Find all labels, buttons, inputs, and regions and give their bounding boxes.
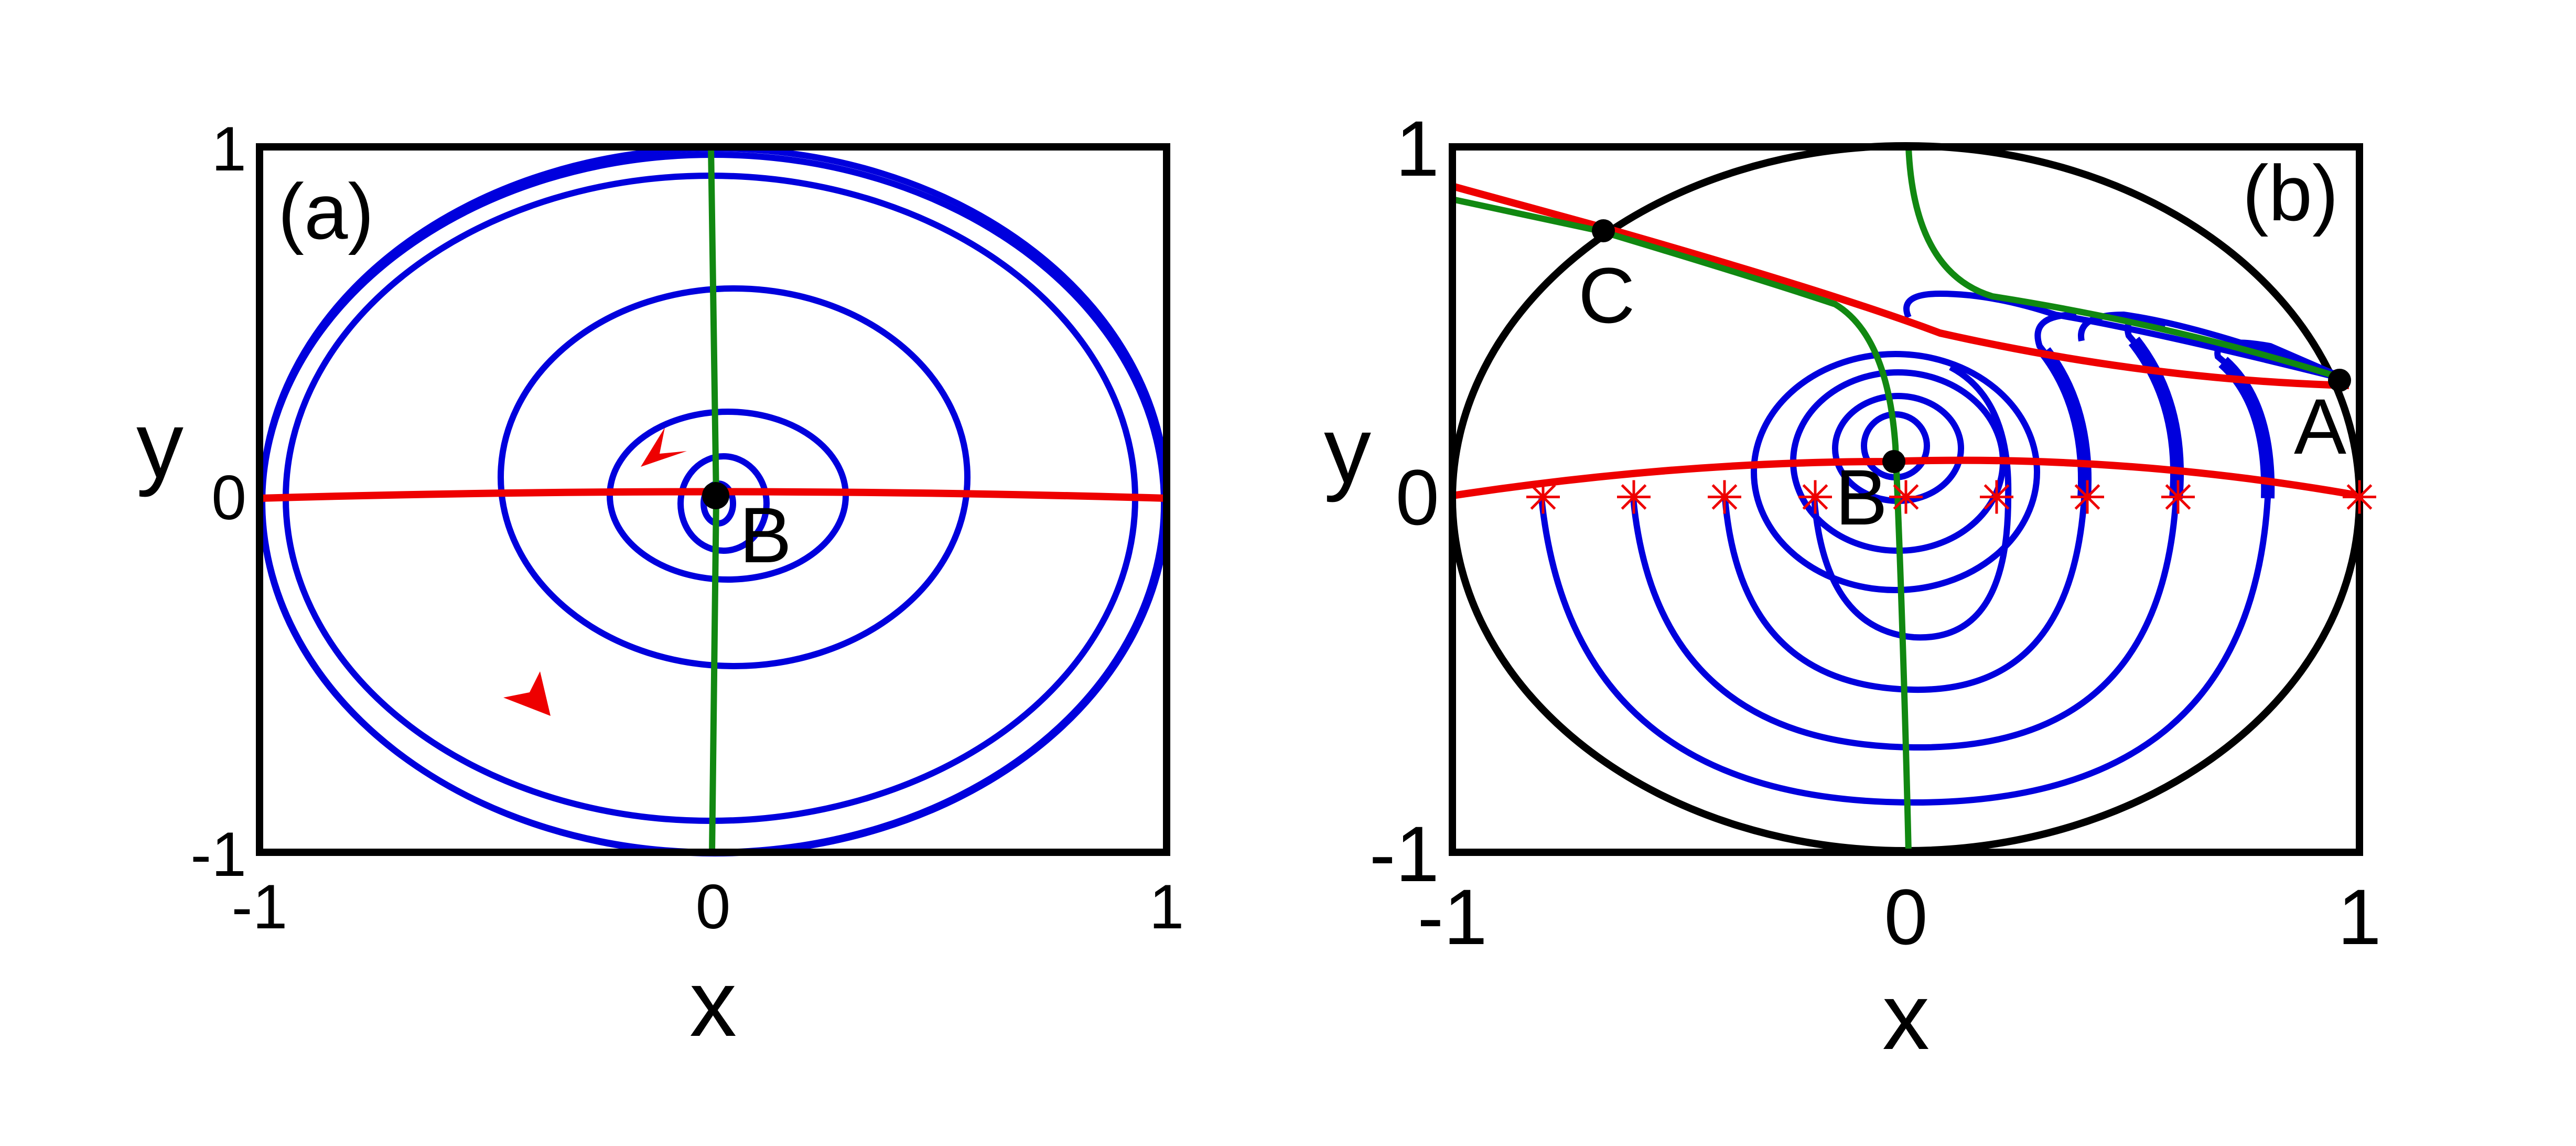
start-point-star-marker — [1708, 480, 1741, 514]
panel-b: C A B (b) -1 0 1 1 0 -1 x y — [1324, 104, 2381, 1069]
panel-b-point-b-marker — [1882, 450, 1905, 473]
panel-b-point-c-marker — [1592, 219, 1615, 242]
panel-a-ytick-neg1: -1 — [190, 819, 246, 890]
panel-b-xlabel: x — [1882, 964, 1930, 1069]
panel-b-tag: (b) — [2243, 149, 2338, 237]
panel-a-point-b-marker — [702, 482, 729, 509]
trajectory-upper-1 — [1903, 290, 2350, 383]
panel-b-xtick-0: 0 — [1884, 873, 1927, 961]
panel-a-xtick-0: 0 — [696, 872, 731, 942]
panel-b-ytick-neg1: -1 — [1370, 810, 1439, 898]
start-point-star-marker — [1889, 480, 1923, 514]
panel-a-ytick-0: 0 — [211, 463, 246, 533]
panel-b-green-nullcline-left — [1451, 196, 1912, 853]
start-point-star-marker — [1798, 480, 1832, 514]
start-point-star-marker — [1617, 480, 1651, 514]
panel-b-green-nullcline-right — [1905, 146, 2350, 383]
panel-b-xtick-1: 1 — [2337, 873, 2381, 961]
panel-a-frame — [256, 143, 1170, 856]
direction-arrow-icon — [503, 671, 551, 716]
trajectory-arc-1 — [1811, 364, 2012, 641]
start-point-star-marker — [2161, 480, 2195, 514]
panel-a-xlabel: x — [689, 951, 737, 1056]
start-point-star-marker — [1526, 480, 1560, 514]
panel-b-red-nullcline-upper — [1451, 183, 2349, 389]
panel-b-point-c-label: C — [1578, 251, 1635, 339]
trajectory-loop-4 — [1751, 351, 2040, 593]
panel-b-point-a-label: A — [2294, 382, 2346, 470]
trajectory-band-3 — [2218, 357, 2275, 499]
panel-b-xtick-neg1: -1 — [1417, 873, 1487, 961]
panel-a-ylabel: y — [136, 392, 184, 498]
panel-a-xtick-1: 1 — [1149, 872, 1184, 942]
panel-a-ytick-1: 1 — [211, 114, 246, 184]
direction-arrow-icon — [641, 427, 687, 467]
panel-b-ylabel: y — [1324, 398, 1371, 503]
start-point-star-marker — [2071, 480, 2104, 514]
panel-a-point-b-label: B — [739, 491, 792, 579]
start-point-star-marker — [2343, 480, 2376, 514]
trajectory-band-2 — [2128, 336, 2184, 499]
panel-a-tag: (a) — [278, 167, 374, 255]
trajectory-orbit-4 — [498, 285, 971, 669]
trajectory-orbit-6 — [677, 453, 770, 554]
panel-b-start-markers — [1526, 480, 2376, 514]
trajectory-upper-2 — [2078, 311, 2351, 383]
start-point-star-marker — [1980, 480, 2013, 514]
panel-b-point-b-label: B — [1835, 453, 1888, 541]
panel-a: B (a) -1 0 1 1 0 -1 x y — [136, 114, 1184, 1056]
panel-b-ytick-0: 0 — [1396, 453, 1439, 541]
trajectory-arc-2 — [1722, 312, 2088, 693]
trajectory-band-1 — [2039, 347, 2092, 499]
panel-b-ytick-1: 1 — [1396, 104, 1439, 192]
panel-b-point-a-marker — [2328, 369, 2351, 392]
panel-a-xtick-neg1: -1 — [232, 872, 288, 942]
